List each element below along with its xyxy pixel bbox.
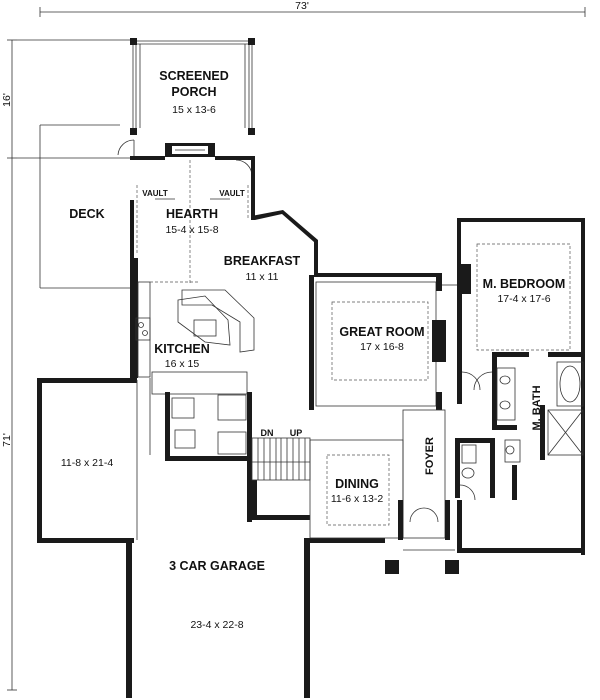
kitchen-name: KITCHEN — [154, 342, 210, 356]
breakfast-name: BREAKFAST — [224, 254, 301, 268]
stairs — [251, 437, 311, 481]
porch-size: 15 x 13-6 — [172, 104, 216, 116]
porch-name-line1: SCREENED — [159, 69, 228, 83]
foyer-lines — [398, 409, 455, 551]
hearth-size: 15-4 x 15-8 — [165, 224, 218, 236]
deck-area — [39, 124, 130, 289]
deck-name: DECK — [69, 207, 104, 221]
overall-width-label: 73' — [295, 0, 309, 12]
hearth-lines — [136, 160, 249, 285]
hearth-name: HEARTH — [166, 207, 218, 221]
vault-right-note: VAULT — [219, 189, 245, 198]
master-bath-fixtures — [461, 355, 584, 460]
great-room-size: 17 x 16-8 — [360, 341, 404, 353]
stairs-down-label: DN — [261, 428, 274, 438]
great-room-lines — [309, 275, 446, 410]
vault-left-note: VAULT — [142, 189, 168, 198]
great-room-name: GREAT ROOM — [339, 325, 424, 339]
master-bedroom-lines — [442, 243, 585, 404]
garage-bay-size: 11-8 x 21-4 — [61, 457, 113, 469]
garage-size: 23-4 x 22-8 — [190, 619, 243, 631]
dining-size: 11-6 x 13-2 — [331, 493, 383, 505]
porch-name-line2: PORCH — [171, 85, 216, 99]
master-bedroom-name: M. BEDROOM — [483, 277, 566, 291]
dimension-lines — [7, 7, 586, 691]
foyer-name: FOYER — [424, 437, 436, 475]
stairs-up-label: UP — [290, 428, 303, 438]
kitchen-fixtures — [135, 281, 255, 522]
breakfast-size: 11 x 11 — [246, 271, 279, 283]
dining-name: DINING — [335, 477, 379, 491]
main-depth-label: 71' — [1, 433, 13, 447]
kitchen-size: 16 x 15 — [165, 358, 200, 370]
garage-name: 3 CAR GARAGE — [169, 559, 265, 573]
porch-depth-label: 16' — [1, 93, 13, 107]
master-bedroom-size: 17-4 x 17-6 — [497, 293, 550, 305]
screened-porch — [130, 38, 255, 135]
powder-room — [455, 438, 521, 501]
master-bath-name: M. BATH — [531, 385, 543, 430]
fireplace — [165, 143, 215, 157]
